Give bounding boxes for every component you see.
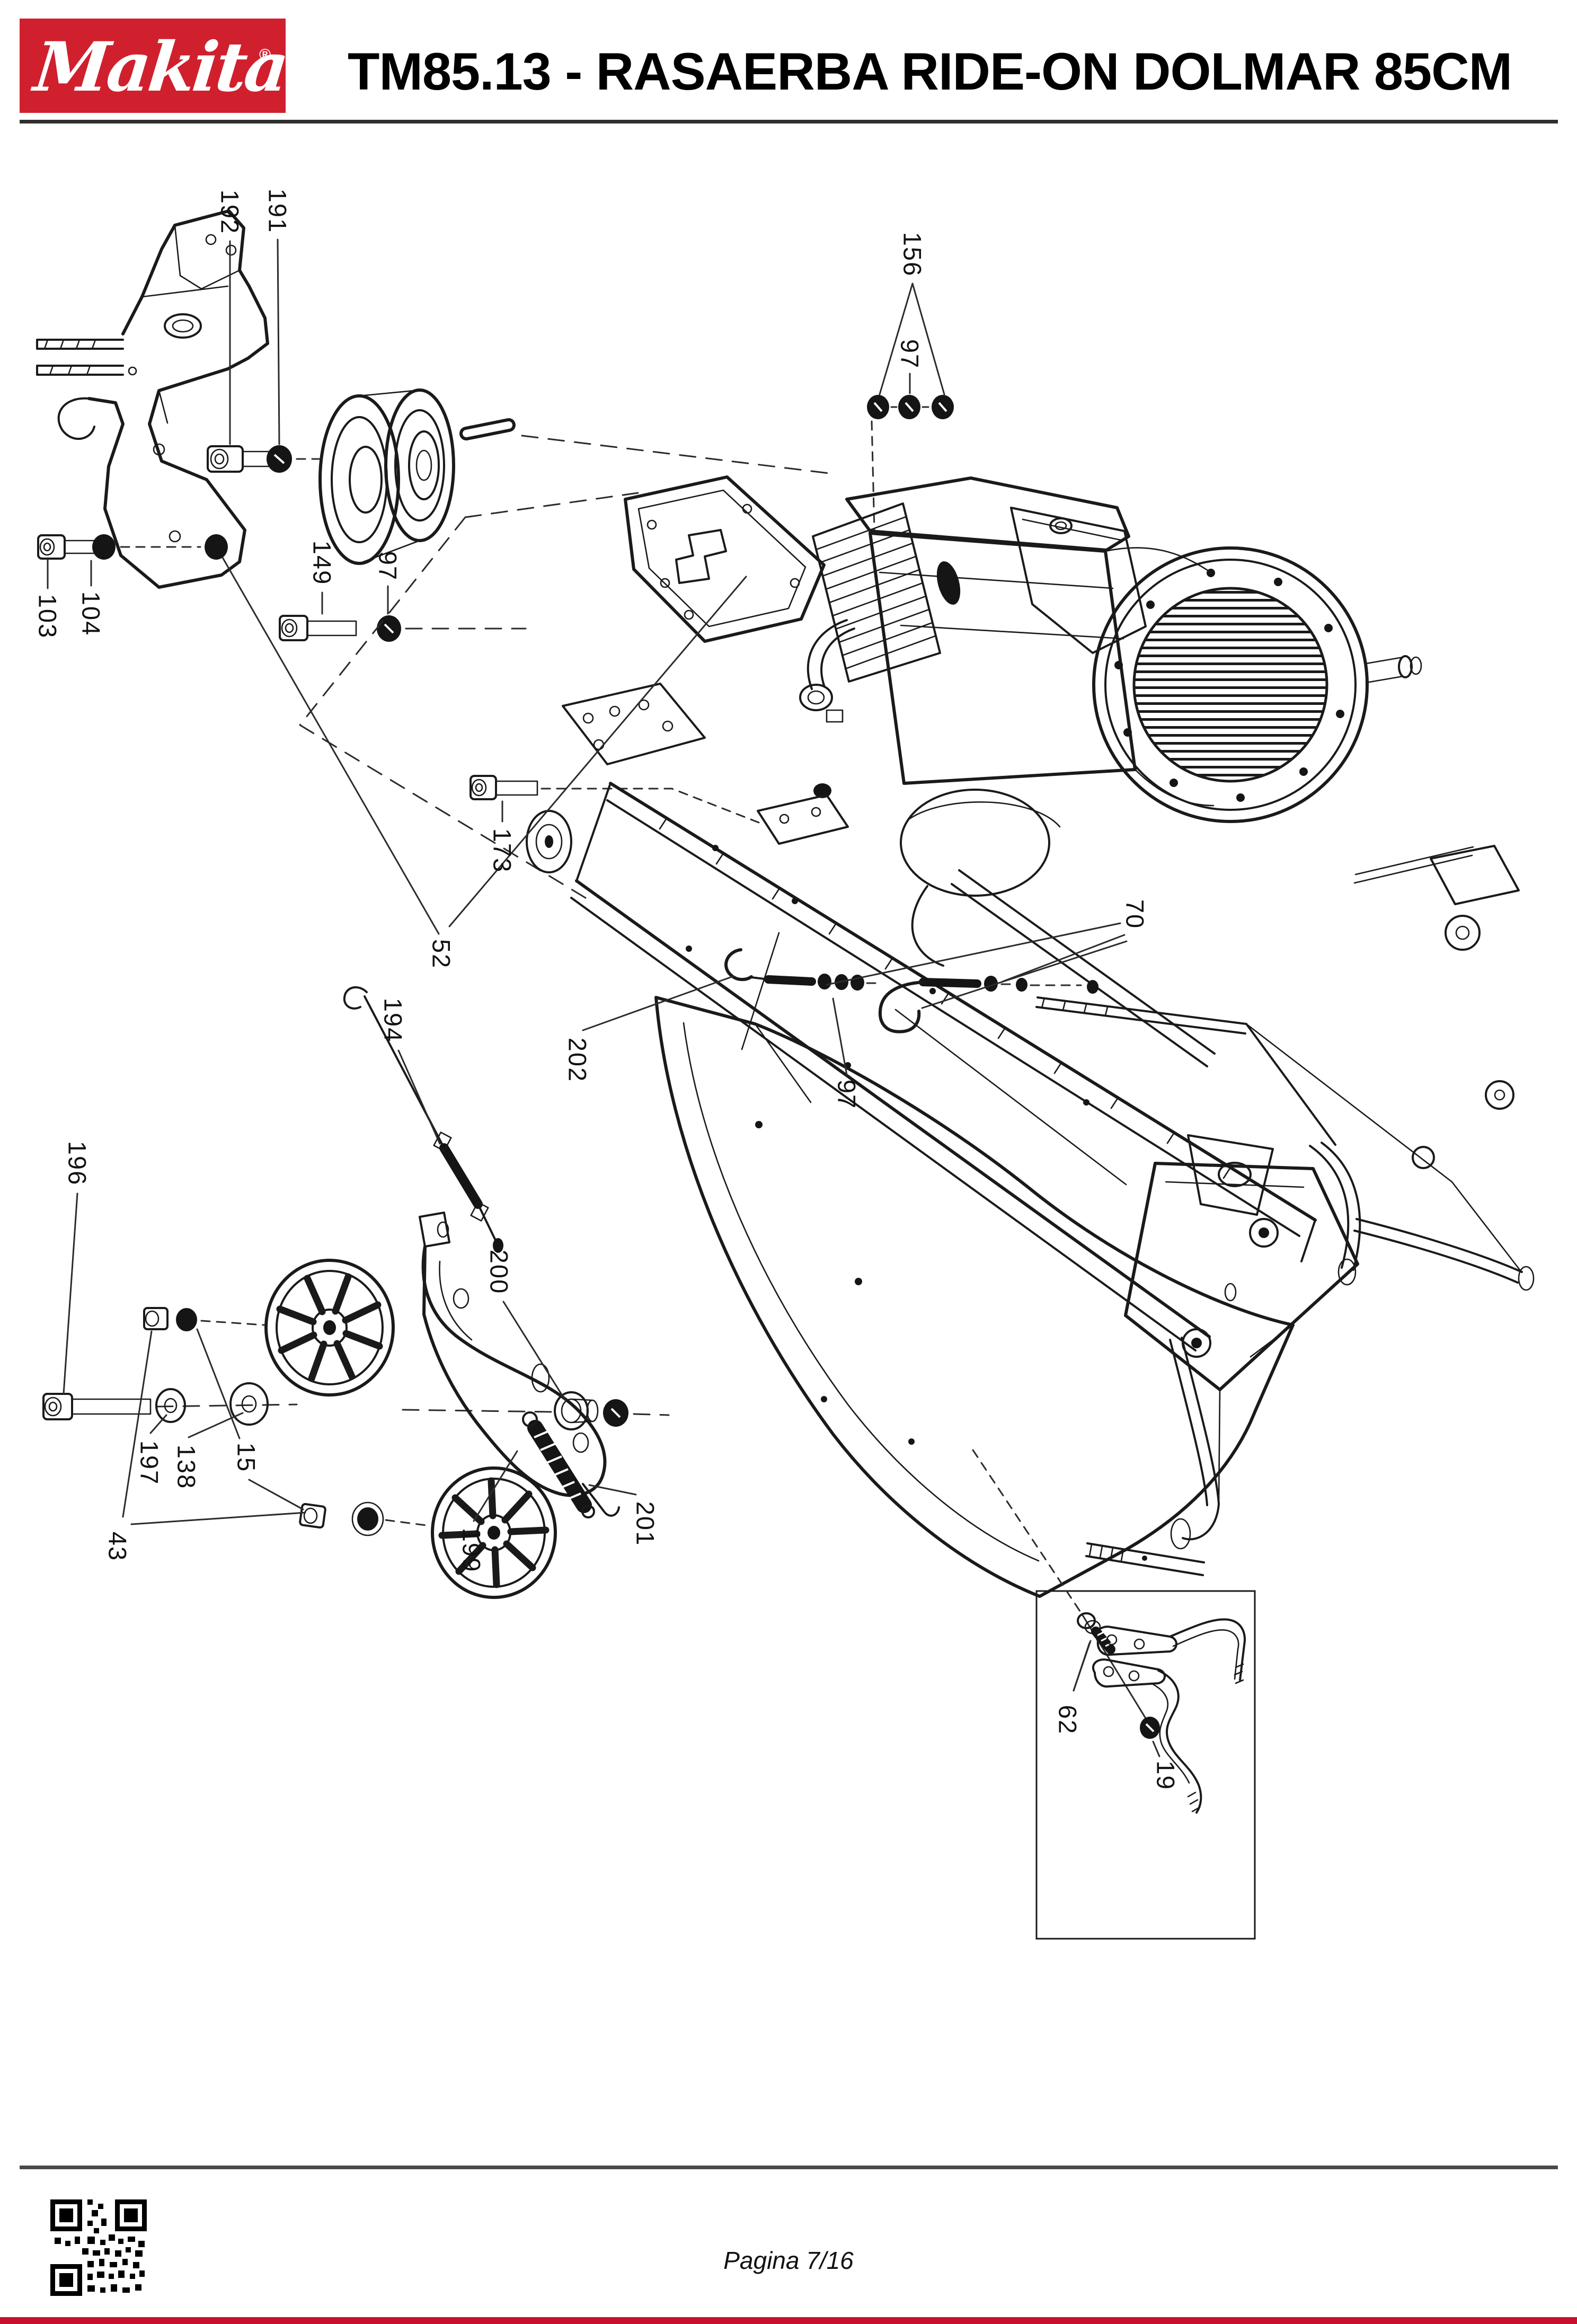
bolt-axis-149 [279, 615, 527, 642]
part-number-label-19-23: 19 [1152, 1761, 1180, 1790]
rear-frame [1085, 845, 1535, 1576]
bolt-62 [1077, 1612, 1115, 1654]
header-divider [20, 120, 1558, 123]
part-number-label-97-12: 97 [833, 1080, 861, 1109]
registered-trademark-icon: ® [259, 46, 271, 64]
spoked-pulley-lower [431, 1466, 557, 1599]
nut-104 [92, 534, 116, 560]
bell-crank-arm [419, 1212, 620, 1517]
double-pulley [318, 388, 455, 565]
part-number-label-173-8: 173 [489, 828, 517, 873]
qr-code-icon [50, 2199, 147, 2296]
bracket-assembly [36, 209, 269, 589]
part-number-label-200-15: 200 [485, 1250, 513, 1294]
page-title: TM85.13 - RASAERBA RIDE-ON DOLMAR 85CM [348, 42, 1512, 101]
part-number-label-104-5: 104 [77, 591, 105, 636]
part-number-label-192-0: 192 [216, 190, 244, 234]
linkage-lever-lower [1092, 1658, 1202, 1814]
part-number-label-194-10: 194 [379, 998, 407, 1042]
nut-trio [867, 395, 954, 531]
part-number-label-199-20: 199 [458, 1528, 486, 1572]
makita-logo: Makita ® [20, 19, 290, 113]
part-number-label-202-11: 202 [564, 1038, 592, 1082]
tensioner-assembly [42, 1212, 670, 1599]
footer-divider [20, 2166, 1558, 2169]
part-number-label-103-4: 103 [34, 594, 62, 639]
floor-pan [654, 996, 1295, 1598]
part-number-label-62-22: 62 [1054, 1705, 1082, 1735]
part-number-label-97-3: 97 [896, 339, 924, 369]
part-number-label-52-9: 52 [428, 939, 456, 969]
part-number-label-156-2: 156 [899, 232, 927, 277]
part-number-label-15-16: 15 [233, 1443, 261, 1472]
part-number-label-197-17: 197 [136, 1441, 164, 1485]
leader-lines [47, 238, 1128, 1692]
part-number-label-70-13: 70 [1121, 899, 1149, 929]
part-number-label-138-18: 138 [173, 1445, 201, 1489]
part-number-label-196-14: 196 [64, 1141, 92, 1186]
frame-rails [570, 782, 1336, 1351]
pin [459, 418, 516, 440]
part-number-label-43-19: 43 [104, 1532, 132, 1561]
mounting-plate-assembly [299, 475, 826, 903]
inset-detail-box [972, 1449, 1256, 1940]
spoked-pulley-upper [264, 1259, 395, 1397]
footer-red-bar [0, 2317, 1577, 2324]
bolt-axis-103 [37, 534, 440, 935]
control-cable [343, 986, 503, 1253]
bolt-173 [469, 775, 760, 824]
tension-rods [724, 948, 1098, 1033]
part-number-label-201-21: 201 [632, 1501, 660, 1546]
extension-spring [522, 1411, 595, 1518]
part-number-label-191-1: 191 [264, 189, 292, 233]
idler-pulley-axis [207, 388, 830, 565]
part-number-label-149-6: 149 [308, 541, 336, 585]
page-number: Pagina 7/16 [723, 2247, 854, 2274]
part-number-label-97-7: 97 [374, 551, 402, 581]
nut-19 [1140, 1717, 1160, 1757]
linkage-lever-upper [1095, 1618, 1246, 1684]
engine-assembly [799, 476, 1422, 967]
